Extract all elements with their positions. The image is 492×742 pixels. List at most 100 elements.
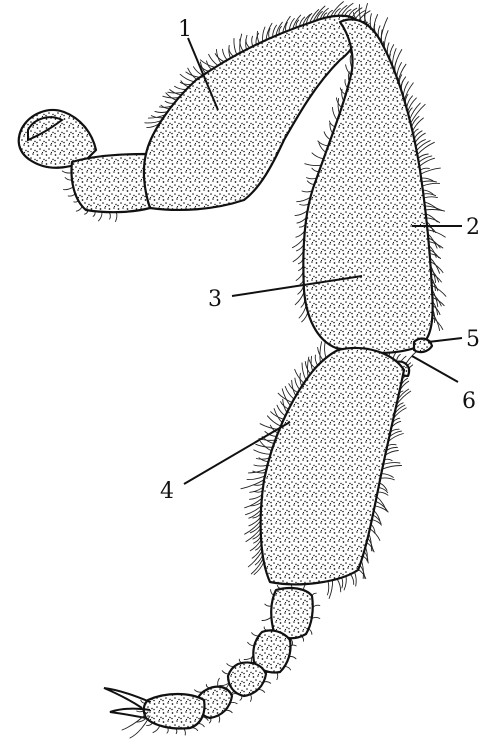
- seta: [64, 187, 74, 190]
- seta: [397, 63, 402, 78]
- seta: [331, 2, 344, 17]
- seta: [320, 342, 322, 363]
- seta: [307, 181, 314, 184]
- seta: [309, 360, 315, 369]
- seta: [420, 168, 429, 170]
- seta: [426, 218, 440, 223]
- seta: [378, 492, 388, 495]
- seta: [254, 465, 268, 466]
- seta: [412, 116, 420, 127]
- seta: [296, 271, 303, 280]
- seta: [383, 463, 400, 465]
- seta: [328, 581, 329, 595]
- trochanter-segment: [72, 154, 150, 212]
- seta: [254, 450, 271, 454]
- callout-4: 4: [160, 479, 174, 504]
- seta: [337, 579, 341, 592]
- seta: [350, 574, 353, 584]
- seta: [384, 31, 388, 48]
- seta: [307, 357, 308, 377]
- seta: [175, 86, 187, 89]
- seta: [344, 576, 346, 590]
- seta: [168, 92, 184, 93]
- basitarsus-segment: [261, 348, 404, 584]
- seta: [68, 194, 75, 196]
- seta: [263, 27, 265, 42]
- seta: [433, 313, 440, 330]
- seta: [218, 678, 220, 686]
- seta: [295, 211, 308, 216]
- seta: [324, 132, 330, 140]
- seta: [249, 517, 261, 526]
- seta: [329, 580, 333, 598]
- seta: [256, 458, 269, 459]
- seta: [417, 142, 434, 154]
- seta: [380, 478, 394, 480]
- seta: [250, 540, 261, 551]
- seta: [307, 178, 317, 179]
- seta: [62, 171, 71, 173]
- seta: [170, 90, 182, 95]
- seta: [300, 204, 309, 205]
- pretarsus-segment: [144, 694, 205, 729]
- seta: [299, 305, 306, 318]
- seta: [246, 40, 250, 48]
- seta: [421, 178, 433, 181]
- seta: [248, 469, 266, 473]
- seta: [247, 476, 265, 480]
- seta: [425, 210, 444, 212]
- callout-2: 2: [466, 215, 480, 240]
- callout-3: 3: [208, 287, 222, 312]
- seta: [315, 355, 317, 365]
- seta: [332, 107, 337, 120]
- seta: [424, 197, 438, 198]
- seta: [370, 14, 371, 29]
- seta: [381, 474, 393, 478]
- seta: [252, 36, 253, 46]
- tibial-spur: [414, 339, 432, 353]
- seta: [252, 633, 259, 636]
- callout-5: 5: [466, 327, 480, 352]
- seta: [254, 562, 264, 575]
- seta: [416, 140, 426, 147]
- seta: [302, 363, 306, 380]
- seta: [246, 506, 262, 515]
- seta: [76, 206, 82, 211]
- callout-1: 1: [178, 17, 192, 42]
- callout-6: 6: [462, 389, 476, 414]
- seta: [346, 65, 351, 75]
- seta: [305, 164, 322, 166]
- leader-line-5: [428, 338, 462, 342]
- seta: [293, 251, 303, 262]
- seta: [414, 131, 422, 139]
- seta: [312, 153, 324, 159]
- seta: [419, 158, 434, 166]
- seta: [223, 49, 228, 60]
- seta: [407, 96, 413, 108]
- seta: [295, 292, 304, 305]
- seta: [99, 212, 103, 221]
- seta: [262, 617, 271, 621]
- seta: [116, 212, 117, 221]
- seta: [423, 194, 435, 196]
- seta: [302, 191, 312, 192]
- seta: [295, 378, 300, 389]
- seta: [195, 690, 203, 692]
- seta: [245, 498, 262, 507]
- seta: [241, 480, 264, 489]
- seta: [312, 168, 319, 171]
- seta: [260, 424, 279, 430]
- seta: [166, 93, 177, 100]
- tarsomere-4: [228, 662, 266, 696]
- seta: [422, 181, 437, 182]
- seta: [250, 495, 263, 500]
- seta: [153, 726, 160, 733]
- tarsal-claw-upper: [104, 688, 150, 708]
- seta: [295, 369, 304, 383]
- seta: [422, 183, 439, 186]
- seta: [342, 578, 343, 588]
- seta: [355, 572, 357, 586]
- seta: [382, 465, 401, 469]
- seta: [325, 342, 326, 358]
